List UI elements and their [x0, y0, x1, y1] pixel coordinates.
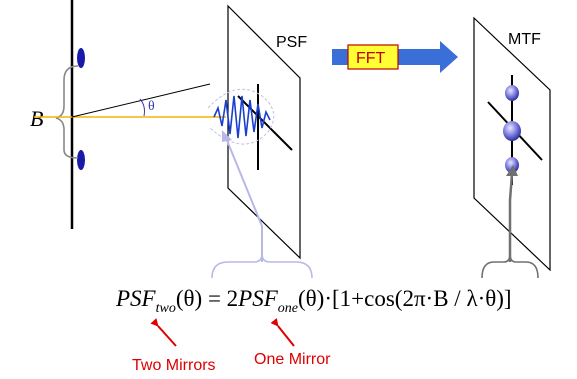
mtf-peak-top	[505, 85, 519, 101]
equation-lhs-function: PSF	[115, 286, 157, 311]
fft-arrow-group: FFT	[332, 41, 458, 73]
one-mirror-label: One Mirror	[254, 351, 331, 368]
mirror-bottom	[77, 150, 85, 170]
fft-label: FFT	[356, 50, 386, 67]
aperture-mask	[70, 0, 85, 229]
mtf-label: MTF	[508, 31, 541, 48]
mtf-connector-line	[508, 173, 514, 262]
equation-rhs-function: PSF	[237, 286, 279, 311]
equation-lhs-subscript: two	[156, 301, 176, 316]
psf-envelope	[207, 88, 275, 145]
mtf-plane	[473, 16, 551, 272]
psf-label: PSF	[276, 34, 307, 51]
psf-fringes	[213, 95, 271, 139]
two-mirrors-arrow	[150, 318, 177, 347]
mtf-connector-arrowhead	[506, 165, 518, 176]
psf-axis-diagonal	[237, 95, 293, 151]
equation-rhs-subscript: one	[278, 301, 298, 316]
equation: PSFtwo(θ) = 2PSFone(θ)·[1+cos(2π·B / λ·θ…	[115, 286, 512, 316]
psf-connector-line	[225, 137, 263, 262]
mtf-bracket	[481, 253, 539, 279]
equation-lhs-argument: (θ)	[176, 286, 202, 311]
mtf-peak-bottom	[505, 157, 519, 173]
angle-arc	[139, 98, 145, 117]
two-mirrors-label: Two Mirrors	[132, 357, 216, 374]
mirror-top	[77, 48, 85, 68]
equation-rhs-rest: (θ)·[1+cos(2π·B / λ·θ)]	[298, 286, 512, 311]
psf-connector-arrowhead	[222, 130, 232, 142]
psf-plane	[227, 4, 301, 260]
fft-box	[347, 44, 399, 70]
psf-bracket	[211, 253, 313, 279]
baseline-label: B	[30, 106, 43, 131]
one-mirror-arrow	[270, 318, 295, 347]
mtf-peak-center	[503, 121, 521, 141]
equation-rhs-coefficient: = 2	[202, 286, 238, 311]
angle-label: θ	[148, 99, 155, 114]
baseline-brace	[55, 65, 79, 159]
